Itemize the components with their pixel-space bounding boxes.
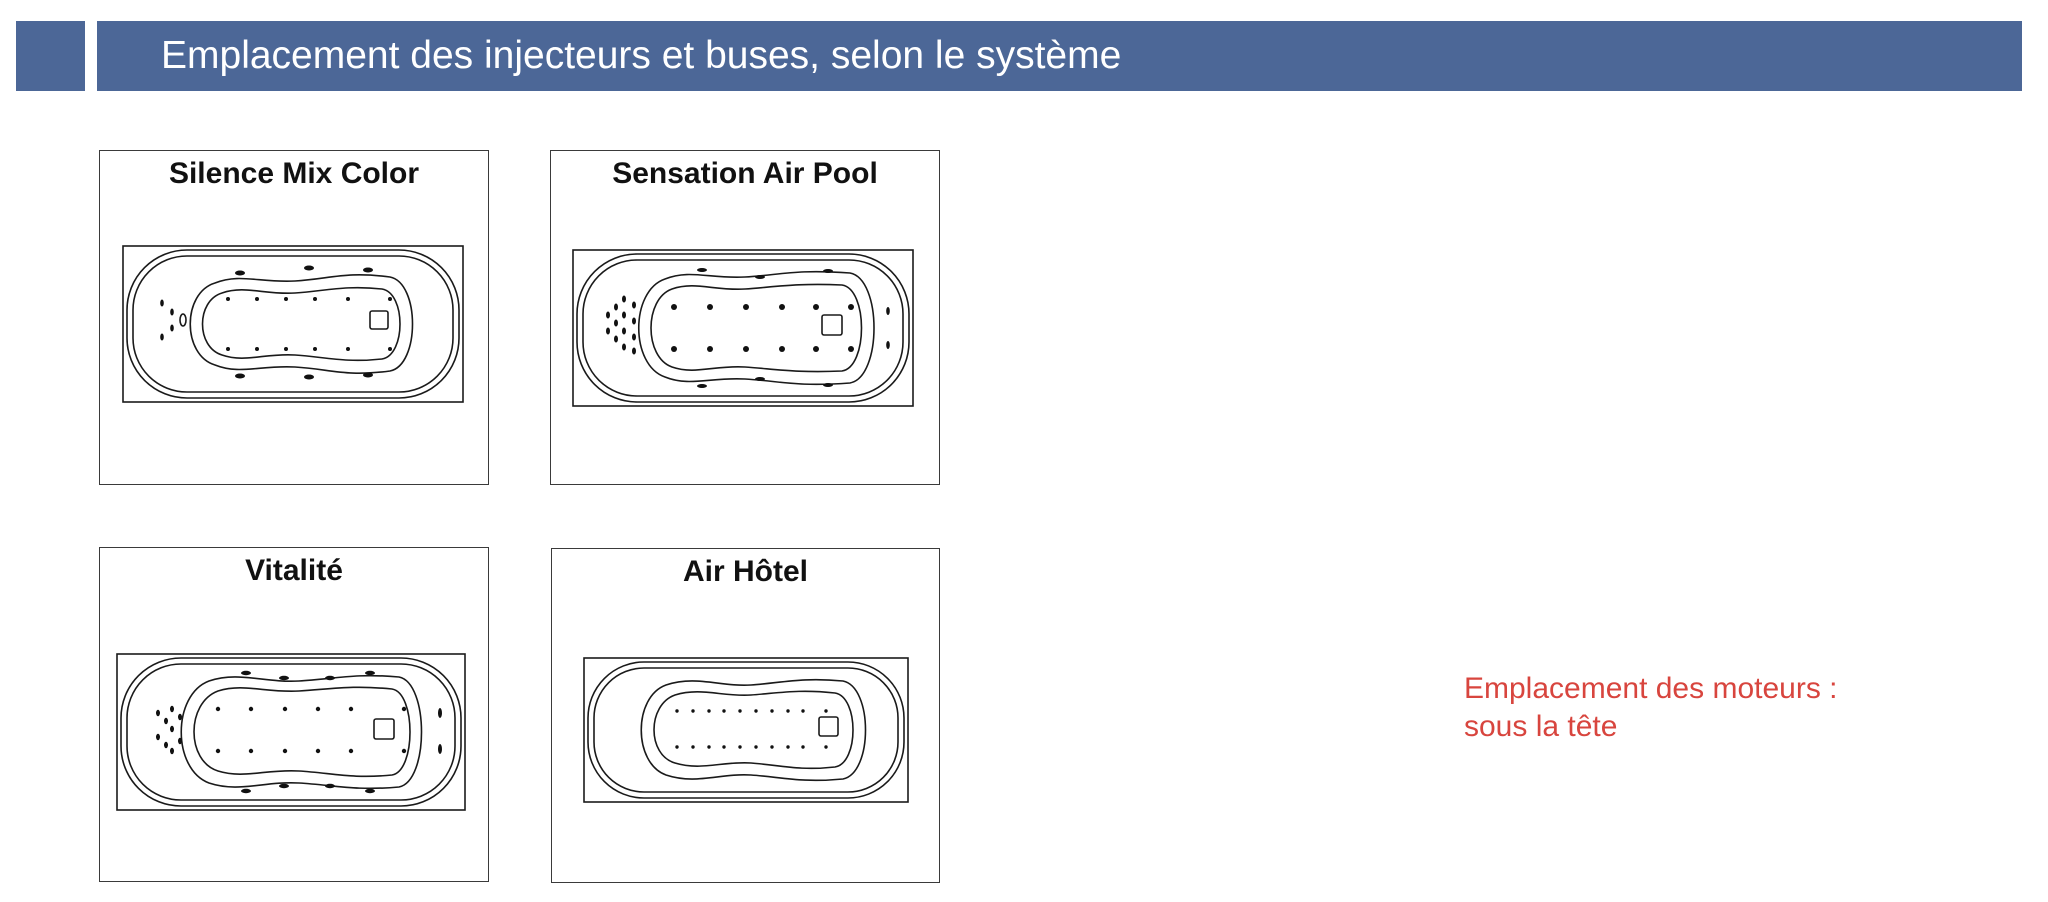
panel-air-hotel: Air Hôtel [551, 548, 940, 883]
header-accent-block [16, 21, 85, 91]
panel-title: Sensation Air Pool [612, 157, 878, 190]
panel-title: Air Hôtel [682, 555, 808, 588]
note-line-1: Emplacement des moteurs : [1464, 672, 1838, 705]
panel-vitalite: Vitalité [99, 547, 489, 882]
injector-dots [156, 670, 442, 794]
bathtub-diagram [583, 657, 909, 803]
injector-dots [675, 709, 828, 749]
note-line-2: sous la tête [1464, 710, 1618, 743]
bathtub-diagram [122, 245, 464, 403]
panel-silence-mix-color: Silence Mix Color [99, 150, 489, 485]
panel-sensation-air-pool: Sensation Air Pool [550, 150, 940, 485]
injector-dots [160, 265, 392, 380]
bathtub-diagram [116, 653, 466, 811]
panel-title: Silence Mix Color [168, 157, 420, 190]
motor-location-note: Emplacement des moteurs : sous la tête [1464, 670, 1838, 746]
injector-dots [606, 268, 890, 388]
page-title: Emplacement des injecteurs et buses, sel… [161, 34, 1122, 77]
bathtub-diagram [572, 249, 914, 407]
panel-title: Vitalité [245, 554, 343, 587]
header-bar: Emplacement des injecteurs et buses, sel… [97, 21, 2022, 91]
